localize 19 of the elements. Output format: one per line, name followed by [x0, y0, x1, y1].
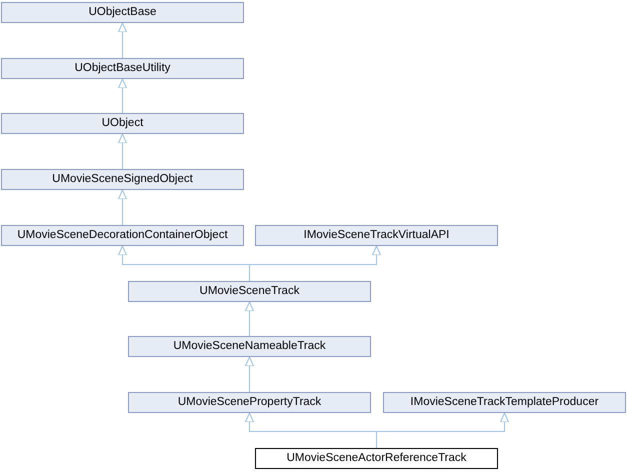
class-box: IMovieSceneTrackVirtualAPI — [255, 225, 498, 246]
class-box: UMovieScenePropertyTrack — [128, 392, 371, 413]
inheritance-arrow — [376, 412, 509, 448]
inheritance-arrow — [249, 246, 381, 282]
class-box: UMovieSceneNameableTrack — [128, 336, 371, 357]
inheritance-arrow — [118, 78, 127, 114]
class-box: UObject — [1, 113, 244, 134]
class-box: UMovieSceneActorReferenceTrack — [255, 448, 498, 469]
inheritance-arrow — [245, 356, 254, 392]
class-box: UMovieSceneDecorationContainerObject — [1, 225, 244, 246]
class-box: UObjectBaseUtility — [1, 58, 244, 79]
class-box: UObjectBase — [1, 2, 244, 23]
class-box: UMovieSceneSignedObject — [1, 169, 244, 190]
class-box: UMovieSceneTrack — [128, 281, 371, 302]
inheritance-arrow — [245, 302, 254, 336]
inheritance-arrow — [118, 190, 127, 226]
inheritance-arrow — [118, 134, 127, 170]
inheritance-arrow — [118, 22, 127, 58]
class-box: IMovieSceneTrackTemplateProducer — [383, 392, 626, 413]
